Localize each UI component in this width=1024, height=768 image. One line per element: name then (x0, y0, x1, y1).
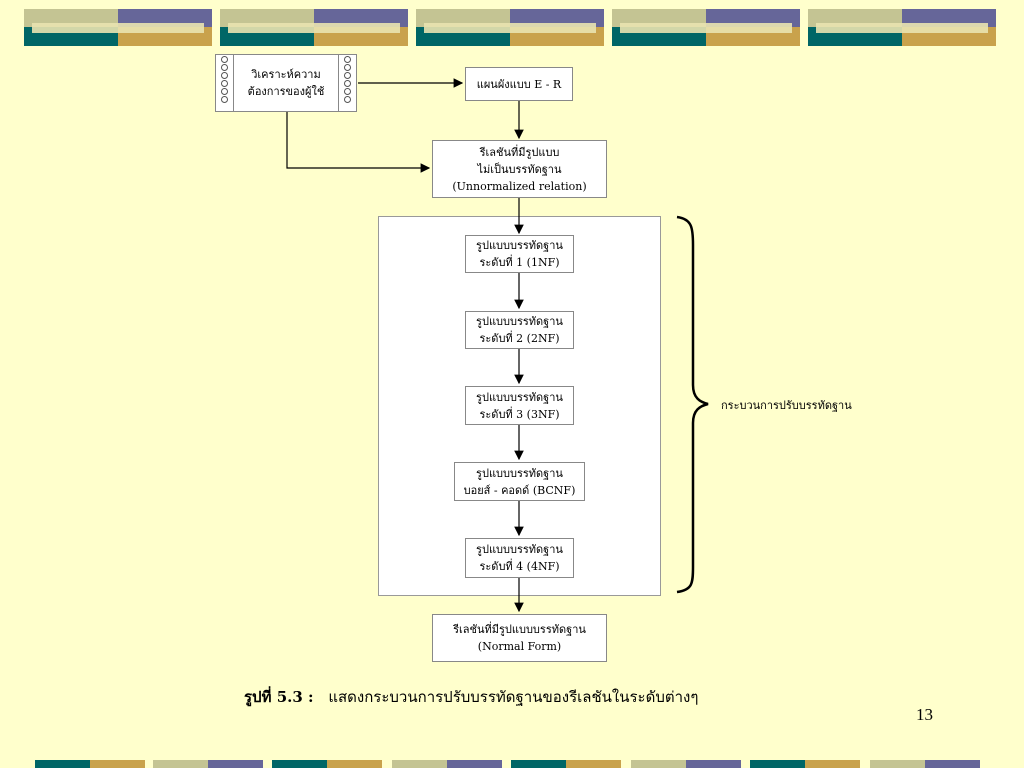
footer-block (511, 760, 621, 768)
node-text: รูปแบบบรรทัดฐาน (476, 315, 563, 328)
unnormalized-relation-node: รีเลชันที่มีรูปแบบ ไม่เป็นบรรทัดฐาน (Unn… (432, 140, 607, 198)
footer-block (392, 760, 502, 768)
node-text: รีเลชันที่มีรูปแบบบรรทัดฐาน (453, 623, 586, 636)
node-text: วิเคราะห์ความ (251, 68, 321, 81)
caption-text: แสดงกระบวนการปรับบรรทัดฐานของรีเลชันในระ… (328, 688, 699, 706)
node-text: ต้องการของผู้ใช้ (247, 85, 325, 98)
caption-prefix: รูปที่ 5.3 : (244, 688, 314, 706)
er-diagram-node: แผนผังแบบ E - R (465, 67, 573, 101)
footer-block (35, 760, 145, 768)
page-number: 13 (916, 705, 933, 724)
node-text: (Normal Form) (477, 640, 562, 653)
node-text: รูปแบบบรรทัดฐาน (476, 390, 563, 404)
normal-form-node: รีเลชันที่มีรูปแบบบรรทัดฐาน (Normal Form… (432, 614, 607, 662)
user-requirements-node: วิเคราะห์ความ ต้องการของผู้ใช้ (215, 54, 357, 112)
footer-block (631, 760, 741, 768)
header-block (220, 9, 408, 46)
node-text: บอยส์ - คอดด์ (BCNF) (463, 483, 576, 497)
header-block (24, 9, 212, 46)
footer-block (153, 760, 263, 768)
node-text: รูปแบบบรรทัดฐาน (476, 543, 563, 556)
perforation-right (338, 55, 356, 111)
node-text: รีเลชันที่มีรูปแบบ (479, 145, 560, 159)
nf3-node: รูปแบบบรรทัดฐาน ระดับที่ 3 (3NF) (465, 386, 574, 425)
header-block (808, 9, 996, 46)
footer-block (272, 760, 382, 768)
brace-label: กระบวนการปรับบรรทัดฐาน (721, 399, 852, 412)
footer-block (870, 760, 980, 768)
node-text: ไม่เป็นบรรทัดฐาน (477, 162, 562, 176)
node-text: ระดับที่ 2 (2NF) (479, 332, 560, 345)
bcnf-node: รูปแบบบรรทัดฐาน บอยส์ - คอดด์ (BCNF) (454, 462, 585, 501)
nf1-node: รูปแบบบรรทัดฐาน ระดับที่ 1 (1NF) (465, 235, 574, 273)
figure-caption: รูปที่ 5.3 : แสดงกระบวนการปรับบรรทัดฐานข… (244, 685, 698, 709)
node-text: รูปแบบบรรทัดฐาน (476, 239, 563, 252)
node-text: ระดับที่ 1 (1NF) (479, 256, 560, 269)
curly-brace (676, 215, 709, 594)
header-block (612, 9, 800, 46)
node-text: รูปแบบบรรทัดฐาน (476, 466, 563, 480)
node-text: ระดับที่ 4 (4NF) (479, 560, 560, 573)
header-block (416, 9, 604, 46)
node-text: ระดับที่ 3 (3NF) (479, 407, 560, 421)
footer-block (750, 760, 860, 768)
nf2-node: รูปแบบบรรทัดฐาน ระดับที่ 2 (2NF) (465, 311, 574, 349)
perforation-left (216, 55, 234, 111)
nf4-node: รูปแบบบรรทัดฐาน ระดับที่ 4 (4NF) (465, 538, 574, 578)
node-text: (Unnormalized relation) (452, 179, 587, 193)
node-text: แผนผังแบบ E - R (476, 77, 562, 91)
